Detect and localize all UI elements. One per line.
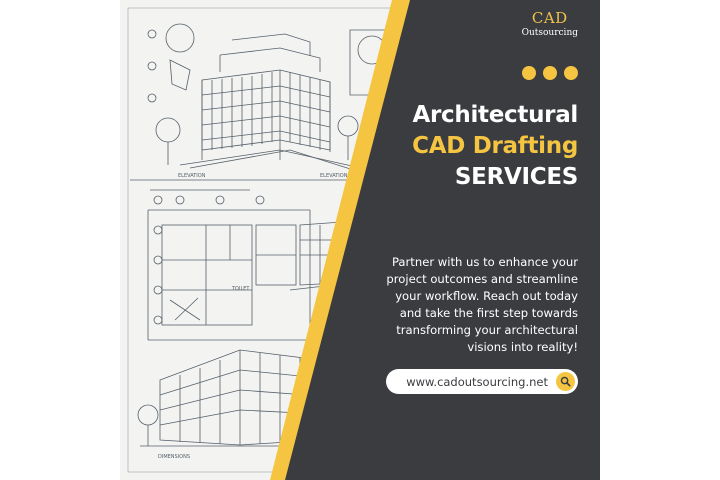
plan-room-label: TOILET xyxy=(231,286,250,292)
body-text: Partner with us to enhance your project … xyxy=(386,255,578,354)
poster: ELEVATION ELEVATION TOILET DIMENSIONS CA… xyxy=(120,0,600,480)
brand-subtitle: Outsourcing xyxy=(521,28,578,38)
headline-line-3: SERVICES xyxy=(454,164,578,190)
brand-name: CAD xyxy=(531,9,568,27)
brand-logo: CAD Outsourcing xyxy=(522,9,578,39)
website-link[interactable]: www.cadoutsourcing.net xyxy=(386,369,578,394)
dot xyxy=(543,66,557,80)
headline-line-2: CAD Drafting xyxy=(412,133,578,159)
dark-background xyxy=(285,0,600,480)
search-icon[interactable] xyxy=(556,372,575,391)
headline-line-1: Architectural xyxy=(412,102,579,128)
dark-diagonal-panel xyxy=(270,0,600,480)
dot xyxy=(564,66,578,80)
website-url[interactable]: www.cadoutsourcing.net xyxy=(406,374,548,389)
elevation-right-label: ELEVATION xyxy=(320,173,348,179)
dot xyxy=(522,66,536,80)
elevation-left-label: ELEVATION xyxy=(178,173,206,179)
headline: Architectural CAD Drafting SERVICES xyxy=(412,100,578,193)
decorative-dots xyxy=(522,66,578,80)
bottom-drawing-label: DIMENSIONS xyxy=(158,454,190,460)
